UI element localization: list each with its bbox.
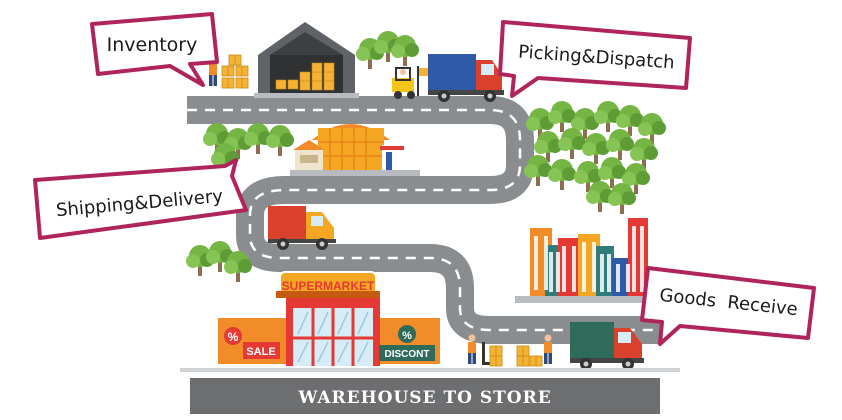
sale-label: SALE xyxy=(246,346,275,358)
receiving-worker-group xyxy=(468,334,552,367)
market-stall-icon xyxy=(290,124,420,176)
delivery-truck-icon xyxy=(268,206,336,250)
forklift-icon xyxy=(392,66,429,99)
warehouse-icon xyxy=(254,22,359,98)
delivery-truck-icon xyxy=(570,322,644,370)
city-buildings-icon xyxy=(515,218,655,303)
ground-line xyxy=(180,368,680,372)
shipping-delivery-bubble: Shipping&Delivery xyxy=(33,158,248,240)
banner-title: WAREHOUSE TO STORE xyxy=(297,388,551,408)
sale-percent: % xyxy=(228,330,239,344)
discount-badge xyxy=(398,325,416,343)
picking-dispatch-bubble: Picking&Dispatch xyxy=(498,20,692,98)
supermarket-sign: SUPERMARKET xyxy=(282,279,375,293)
tree-icon xyxy=(524,101,666,214)
tree-icon xyxy=(356,31,419,69)
delivery-truck-icon xyxy=(428,54,504,102)
inventory-bubble: Inventory xyxy=(90,12,219,87)
goods-receive-bubble: Goods Receive xyxy=(640,266,816,346)
inventory-label: Inventory xyxy=(107,34,198,56)
road xyxy=(187,96,660,344)
discount-label: DISCONT xyxy=(385,349,430,360)
discount-percent: % xyxy=(402,330,412,342)
title-banner: WAREHOUSE TO STORE xyxy=(190,378,660,414)
sale-badge xyxy=(224,327,242,345)
supermarket-icon: SUPERMARKET % SALE % DISCONT xyxy=(218,271,440,366)
